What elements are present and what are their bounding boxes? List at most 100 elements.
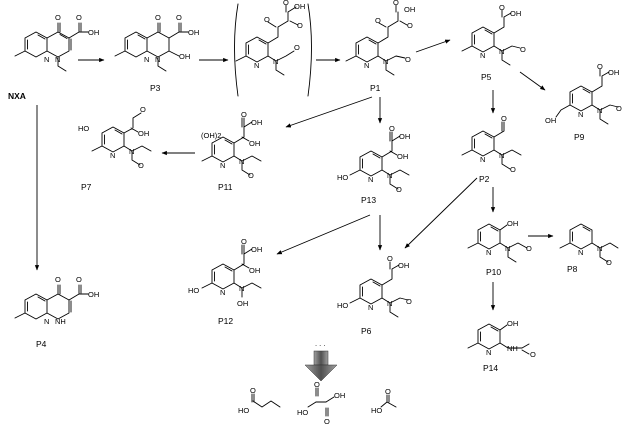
atom-oh: OH: [510, 9, 521, 18]
atom-n-oh: OH: [237, 299, 248, 308]
atom-o: O: [283, 0, 289, 7]
atom-oh: OH: [397, 152, 408, 161]
atom-n: N: [110, 151, 115, 160]
arrow-p13-p12: [276, 214, 371, 255]
atom-oh: OH: [188, 28, 199, 37]
atom-o: O: [597, 62, 603, 71]
atom-oh: OH: [334, 391, 345, 400]
atom-oh: OH: [507, 319, 518, 328]
atom-n: N: [144, 55, 149, 64]
atom-o: O: [499, 3, 505, 12]
compound-p6: O OH O HO N N P6: [337, 254, 412, 336]
compound-p3: O O OH OH N N P3: [114, 13, 199, 93]
label-p11: P11: [218, 182, 233, 192]
label-nxa: NXA: [8, 91, 26, 101]
atom-n: N: [239, 284, 244, 293]
atom-nh: NH: [507, 344, 518, 353]
atom-oh: OH: [294, 2, 305, 11]
atom-o: O: [396, 185, 402, 194]
atom-oh: OH: [398, 261, 409, 270]
atom-o: O: [248, 171, 254, 180]
atom-ho: HO: [238, 406, 249, 415]
atom-o: O: [138, 161, 144, 170]
atom-ho: HO: [78, 124, 89, 133]
atom-nh: NH: [55, 317, 66, 326]
atom-n: N: [129, 147, 134, 156]
compound-p5: O OH O N N P5: [461, 3, 526, 82]
atom-n: N: [499, 151, 504, 160]
label-p3: P3: [150, 83, 161, 93]
label-p2: P2: [479, 174, 490, 184]
atom-o: O: [324, 417, 330, 426]
atom-o: O: [389, 124, 395, 133]
atom-n: N: [220, 288, 225, 297]
atom-o: O: [241, 110, 247, 119]
compound-p14: OH O N NH P14: [467, 319, 536, 373]
compound-p7: HO O OH O N N P7: [78, 105, 152, 192]
atom-o: O: [530, 350, 536, 359]
label-p5: P5: [481, 72, 492, 82]
atom-o: O: [155, 13, 161, 22]
compound-p9: O OH O OH N N P9: [545, 62, 622, 142]
atom-n: N: [44, 317, 49, 326]
compound-p4: O O OH N NH P4: [14, 275, 99, 349]
atom-oh: OH: [608, 68, 619, 77]
label-p12: P12: [218, 316, 233, 326]
compound-p12: O OH OH HO OH N N P12: [188, 237, 262, 326]
compound-p10: OH O N N P10: [467, 219, 532, 277]
atom-oh: OH: [545, 116, 556, 125]
atom-o: O: [407, 21, 413, 30]
atom-oh2: (OH)2: [201, 131, 221, 140]
atom-o: O: [55, 13, 61, 22]
atom-oh: OH: [249, 266, 260, 275]
arrow-p5-p9: [519, 71, 546, 91]
atom-o: O: [510, 165, 516, 174]
atom-o: O: [55, 275, 61, 284]
atom-n: N: [480, 155, 485, 164]
atom-n: N: [220, 161, 225, 170]
atom-n: N: [505, 244, 510, 253]
compound-p8: O N N P8: [559, 223, 619, 274]
atom-o: O: [616, 104, 622, 113]
reaction-arrows: [34, 39, 554, 311]
label-p1: P1: [370, 83, 381, 93]
compound-nxa: O O OH N N NXA: [8, 13, 99, 101]
compound-oxalic-acid: O OH HO O: [297, 380, 345, 426]
atom-o: O: [76, 13, 82, 22]
atom-n: N: [239, 157, 244, 166]
atom-n: N: [486, 248, 491, 257]
compound-p11: (OH)2 O OH OH O N N P11: [201, 110, 262, 192]
atom-ho: HO: [337, 301, 348, 310]
atom-n: N: [597, 106, 602, 115]
compound-acetic-acid: O HO: [371, 387, 397, 415]
atom-n: N: [44, 55, 49, 64]
atom-ho: HO: [297, 408, 308, 417]
atom-oh: OH: [399, 132, 410, 141]
label-p8: P8: [567, 264, 578, 274]
atom-o: O: [405, 55, 411, 64]
atom-o: O: [385, 387, 391, 396]
atom-n: N: [387, 299, 392, 308]
atom-n: N: [480, 51, 485, 60]
atom-oh: OH: [404, 5, 415, 14]
atom-n: N: [578, 248, 583, 257]
atom-o: O: [241, 237, 247, 246]
label-p13: P13: [361, 195, 376, 205]
atom-n: N: [155, 55, 160, 64]
atom-n: N: [597, 244, 602, 253]
atom-n: N: [254, 61, 259, 70]
atom-n: N: [387, 171, 392, 180]
atom-n: N: [499, 47, 504, 56]
label-p4: P4: [36, 339, 47, 349]
atom-o: O: [406, 297, 412, 306]
compound-bracketed-intermediate: O O O OH O N N: [234, 0, 312, 97]
atom-oh: OH: [249, 139, 260, 148]
atom-o: O: [520, 45, 526, 54]
compound-propanoic-acid: O HO: [238, 386, 281, 415]
arrow-p2-p6: [404, 177, 478, 249]
atom-o: O: [140, 105, 146, 114]
atom-ho: HO: [188, 286, 199, 295]
compound-p2: O O N N P2: [461, 114, 522, 184]
atom-o: O: [297, 21, 303, 30]
